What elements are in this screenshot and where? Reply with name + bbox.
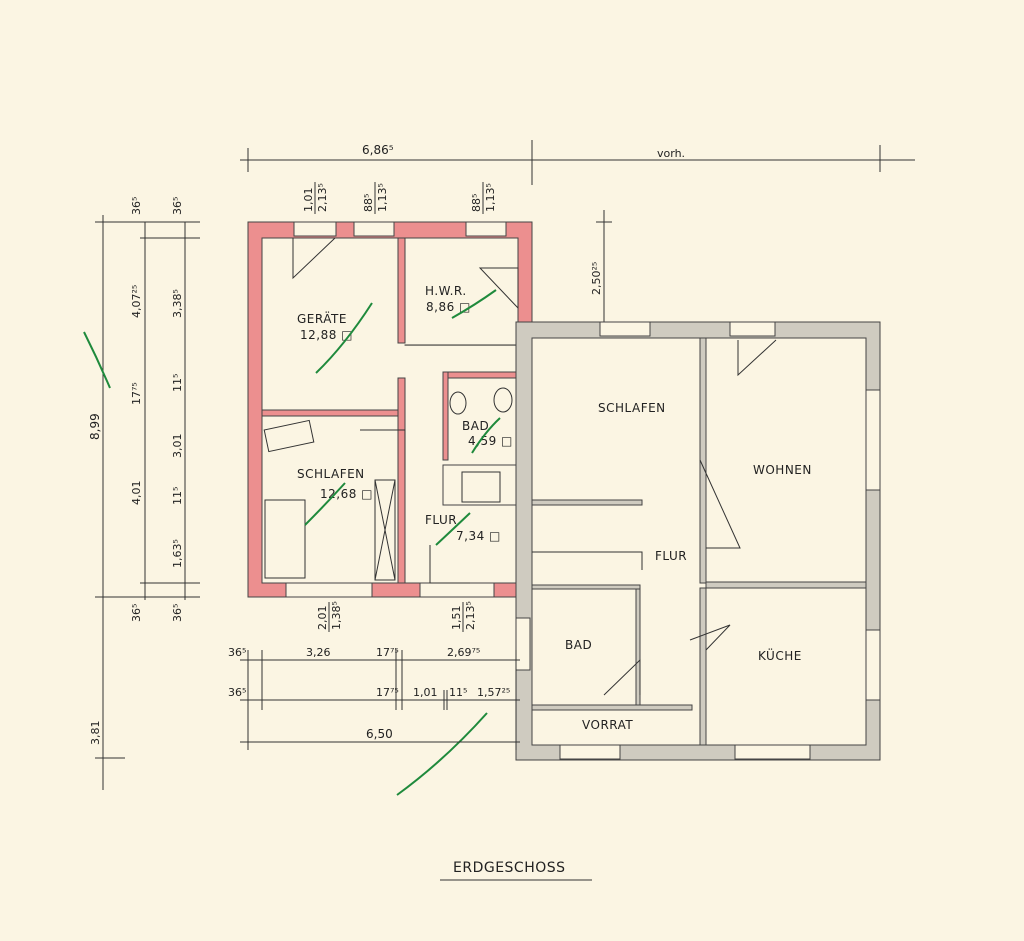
- dim-window1-height: 2,13⁵: [316, 183, 329, 212]
- dim-bottom-total: 6,50: [366, 727, 393, 741]
- top-dimensions: 6,86⁵ vorh. 1,01 2,13⁵ 88⁵ 1,13⁵ 88⁵ 1,1…: [240, 140, 915, 325]
- dim-bottom-r2-0: 36⁵: [228, 686, 246, 699]
- dim-top-existing: vorh.: [657, 147, 685, 160]
- dim-bottom-r1-2: 17⁷⁵: [376, 646, 399, 659]
- plan-title: ERDGESCHOSS: [453, 860, 566, 876]
- dim-bottom-window-width: 2,01: [316, 606, 329, 631]
- dim-bottom-door-width: 1,51: [450, 606, 463, 631]
- room-area-hwr: 8,86 □: [426, 300, 471, 314]
- dim-left-total: 8,99: [88, 413, 102, 440]
- dim-window3-height: 1,13⁵: [484, 183, 497, 212]
- dim-left-inner-0: 36⁵: [171, 197, 184, 215]
- dim-left-outer-3: 4,01: [130, 481, 143, 506]
- dim-window2-height: 1,13⁵: [376, 183, 389, 212]
- dim-left-lower: 3,81: [89, 721, 102, 746]
- dim-bottom-r2-2: 1,01: [413, 686, 438, 699]
- dim-left-inner-1: 3,38⁵: [171, 289, 184, 318]
- dim-left-outer-1: 4,07²⁵: [130, 285, 143, 318]
- dim-left-inner-2: 11⁵: [171, 374, 184, 392]
- room-name-bad: BAD: [565, 638, 592, 652]
- dim-left-outer-4: 36⁵: [130, 604, 143, 622]
- dim-left-inner-5: 1,63⁵: [171, 539, 184, 568]
- room-area-geraete: 12,88 □: [300, 328, 353, 342]
- dim-left-inner-3: 3,01: [171, 434, 184, 459]
- dim-bottom-window-height: 1,38⁵: [330, 601, 343, 630]
- room-name-vorrat: VORRAT: [582, 718, 633, 732]
- room-name-wohnen: WOHNEN: [753, 463, 812, 477]
- dim-bottom-r1-0: 36⁵: [228, 646, 246, 659]
- room-area-schlafen-annex: 12,68 □: [320, 487, 373, 501]
- dim-left-outer-2: 17⁷⁵: [130, 382, 143, 405]
- room-name-schlafen-annex: SCHLAFEN: [297, 467, 365, 481]
- room-labels: GERÄTE 12,88 □ H.W.R. 8,86 □ BAD 4,59 □ …: [297, 284, 812, 732]
- room-name-schlafen: SCHLAFEN: [598, 401, 666, 415]
- dim-left-outer-0: 36⁵: [130, 197, 143, 215]
- dim-bottom-r2-1: 17⁷⁵: [376, 686, 399, 699]
- dim-annex-offset: 2,50²⁵: [590, 262, 603, 295]
- room-area-bad-annex: 4,59 □: [468, 434, 513, 448]
- room-name-hwr: H.W.R.: [425, 284, 467, 298]
- dim-window1-width: 1,01: [302, 188, 315, 213]
- room-name-flur-annex: FLUR: [425, 513, 457, 527]
- dim-bottom-r1-1: 3,26: [306, 646, 331, 659]
- room-name-kueche: KÜCHE: [758, 647, 802, 663]
- dim-bottom-r2-3: 11⁵: [449, 686, 467, 699]
- dim-bottom-door-height: 2,13⁵: [464, 601, 477, 630]
- annotation-stroke: [83, 331, 111, 389]
- dim-left-inner-4: 11⁵: [171, 487, 184, 505]
- dim-window3-width: 88⁵: [470, 194, 483, 212]
- room-name-bad-annex: BAD: [462, 419, 489, 433]
- annex-new-walls: [247, 221, 533, 598]
- bottom-dimensions: 2,01 1,38⁵ 1,51 2,13⁵ 36⁵ 3,26 17⁷⁵ 2,69…: [228, 601, 520, 750]
- dim-bottom-r2-4: 1,57²⁵: [477, 686, 510, 699]
- dim-left-inner-6: 36⁵: [171, 604, 184, 622]
- room-name-flur: FLUR: [655, 549, 687, 563]
- dim-top-total: 6,86⁵: [362, 143, 394, 157]
- green-annotations: [304, 289, 501, 796]
- room-area-flur-annex: 7,34 □: [456, 529, 501, 543]
- dim-window2-width: 88⁵: [362, 194, 375, 212]
- room-name-geraete: GERÄTE: [297, 311, 347, 326]
- left-dimensions: 8,99 36⁵ 4,07²⁵ 17⁷⁵ 4,01 36⁵ 36⁵ 3,38⁵ …: [83, 197, 200, 790]
- dim-bottom-r1-3: 2,69⁷⁵: [447, 646, 480, 659]
- existing-house-walls: [515, 321, 881, 761]
